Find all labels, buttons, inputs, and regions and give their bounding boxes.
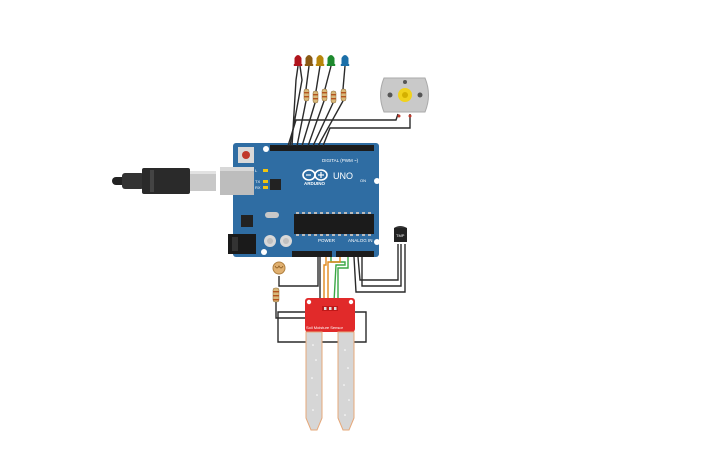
colored-wires [323, 257, 349, 303]
dc-motor[interactable] [380, 77, 429, 118]
resistor-icon[interactable] [340, 88, 347, 102]
led-icon[interactable] [315, 55, 325, 66]
rx-led-label: RX [255, 185, 261, 190]
mount-hole [263, 146, 269, 152]
digital-header [270, 145, 374, 151]
crystal [265, 212, 279, 218]
arduino-uno-board[interactable]: DIGITAL (PWM ~) L TX RX ON ARDUINO UNO [220, 143, 380, 257]
usb-socket [220, 167, 254, 195]
led-group [293, 55, 350, 66]
on-led-label: ON [360, 178, 366, 183]
led-icon[interactable] [304, 55, 314, 66]
arduino-model: UNO [333, 171, 353, 181]
power-header-label: POWER [318, 238, 336, 243]
mount-hole [261, 249, 267, 255]
power-header [292, 251, 332, 257]
digital-header-label: DIGITAL (PWM ~) [322, 158, 359, 163]
photoresistor[interactable] [272, 261, 286, 275]
photoresistor-resistor[interactable] [272, 287, 280, 303]
soil-moisture-sensor[interactable]: Soil Moisture Sensor [305, 298, 355, 431]
temp-sensor-label: TMP [396, 233, 405, 238]
mount-hole [374, 239, 380, 245]
arduino-logo-icon [302, 169, 328, 181]
led-icon[interactable] [340, 55, 350, 66]
wires [275, 65, 411, 343]
regulator-chip [241, 215, 253, 227]
resistor-icon[interactable] [312, 90, 319, 104]
led-icon[interactable] [326, 55, 336, 66]
resistor-icon[interactable] [303, 88, 310, 102]
arduino-brand: ARDUINO [304, 181, 325, 186]
resistor-icon[interactable] [330, 90, 337, 104]
analog-header [336, 251, 374, 257]
resistor-icon[interactable] [321, 88, 328, 102]
temperature-sensor[interactable]: TMP [394, 226, 407, 242]
mount-hole [374, 178, 380, 184]
analog-header-label: ANALOG IN [348, 238, 373, 243]
led-icon[interactable] [293, 55, 303, 66]
led-resistors [303, 88, 347, 104]
usb-cable[interactable] [112, 168, 216, 194]
usb-chip [270, 179, 281, 190]
tx-led-label: TX [255, 179, 260, 184]
soil-probe-left [305, 331, 323, 431]
soil-sensor-label: Soil Moisture Sensor [306, 325, 344, 330]
soil-probe-right [337, 331, 355, 431]
l-led-label: L [255, 168, 258, 173]
atmega-chip [294, 214, 374, 234]
